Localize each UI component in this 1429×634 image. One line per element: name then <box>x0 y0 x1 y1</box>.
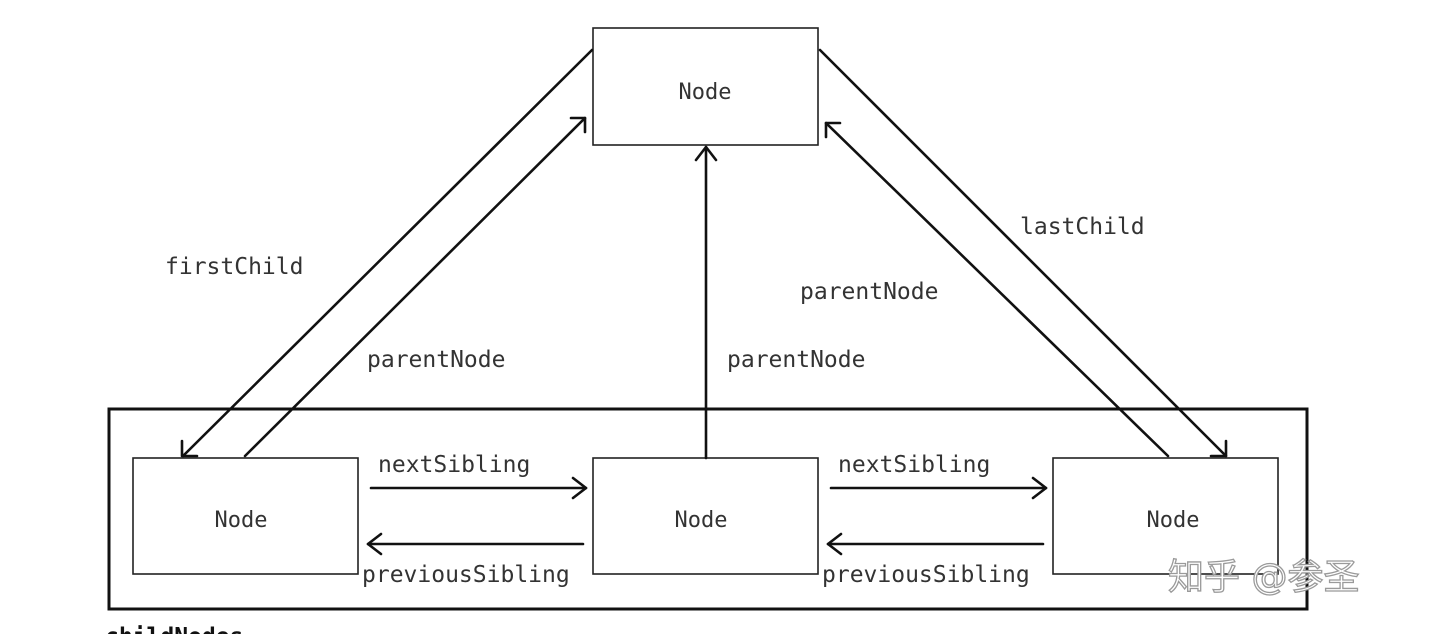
last-child-arrow <box>818 48 1228 458</box>
node-right-label: Node <box>1147 508 1200 533</box>
parent-node-middle-arrow <box>694 145 718 460</box>
parent-node-middle-label: parentNode <box>727 347 865 373</box>
next-sibling-arrow-1 <box>369 476 588 500</box>
parent-node-right-arrow <box>824 121 1170 458</box>
node-top: Node <box>592 27 819 146</box>
node-middle: Node <box>592 457 819 575</box>
parent-node-right-label: parentNode <box>800 279 938 305</box>
node-middle-label: Node <box>675 508 728 533</box>
previous-sibling-label-2: previousSibling <box>822 562 1030 588</box>
zhihu-watermark: 知乎 @参圣 <box>1168 557 1359 598</box>
child-nodes-group-frame <box>107 407 1309 611</box>
node-right-box <box>1052 457 1279 575</box>
node-top-label: Node <box>679 80 732 105</box>
child-nodes-caption: childNodes <box>105 624 243 634</box>
next-sibling-arrow-2 <box>829 476 1048 500</box>
node-right: Node <box>1052 457 1279 575</box>
node-left: Node <box>132 457 359 575</box>
first-child-label: firstChild <box>165 254 303 280</box>
next-sibling-label-1: nextSibling <box>378 452 530 478</box>
next-sibling-label-2: nextSibling <box>838 452 990 478</box>
previous-sibling-arrow-2 <box>826 532 1045 556</box>
first-child-arrow <box>180 48 594 458</box>
previous-sibling-arrow-1 <box>366 532 585 556</box>
parent-node-left-label: parentNode <box>367 347 505 373</box>
last-child-label: lastChild <box>1020 214 1145 240</box>
node-top-box <box>592 27 819 146</box>
parent-node-left-arrow <box>243 116 587 458</box>
node-left-box <box>132 457 359 575</box>
previous-sibling-label-1: previousSibling <box>362 562 570 588</box>
node-left-label: Node <box>215 508 268 533</box>
